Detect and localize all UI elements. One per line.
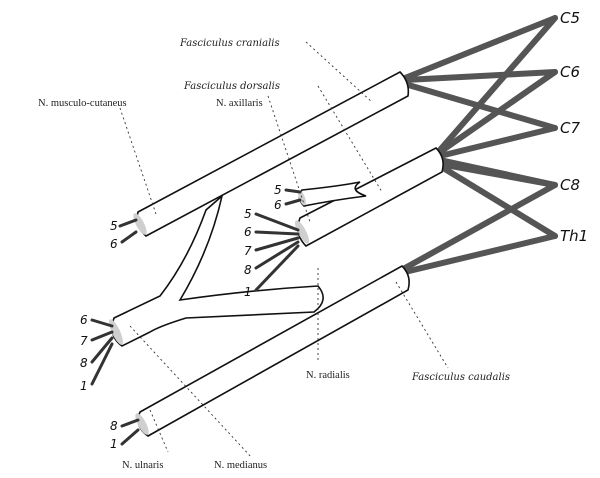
seg-rad-4: 1 <box>244 285 252 299</box>
root-label-c5: C5 <box>560 9 580 27</box>
label-n-ulnaris: N. ulnaris <box>122 460 163 471</box>
seg-musc-0: 5 <box>110 219 118 233</box>
seg-rad-2: 7 <box>244 244 252 258</box>
seg-uln-1: 1 <box>110 437 118 451</box>
root-strands <box>405 18 555 272</box>
cords <box>106 72 443 436</box>
root-label-c6: C6 <box>560 63 580 81</box>
label-n-radialis: N. radialis <box>306 370 350 381</box>
seg-rad-1: 6 <box>244 225 252 239</box>
seg-musc-1: 6 <box>110 237 118 251</box>
seg-rad-0: 5 <box>244 207 252 221</box>
label-fasciculus-cranialis: Fasciculus cranialis <box>179 38 280 49</box>
seg-med-0: 6 <box>80 313 88 327</box>
seg-med-3: 1 <box>80 379 88 393</box>
label-n-axillaris: N. axillaris <box>216 98 263 109</box>
label-fasciculus-caudalis: Fasciculus caudalis <box>411 372 510 383</box>
label-n-medianus: N. medianus <box>214 460 267 471</box>
root-label-c8: C8 <box>560 176 580 194</box>
root-label-c7: C7 <box>560 119 580 137</box>
seg-rad-3: 8 <box>244 263 252 277</box>
seg-axil-1: 6 <box>274 198 282 212</box>
label-fasciculus-dorsalis: Fasciculus dorsalis <box>183 81 280 92</box>
label-n-musculocutaneus: N. musculo-cutaneus <box>38 98 127 109</box>
root-label-th1: Th1 <box>560 227 588 245</box>
seg-axil-0: 5 <box>274 183 282 197</box>
seg-med-2: 8 <box>80 356 88 370</box>
seg-med-1: 7 <box>80 334 88 348</box>
seg-uln-0: 8 <box>110 419 118 433</box>
